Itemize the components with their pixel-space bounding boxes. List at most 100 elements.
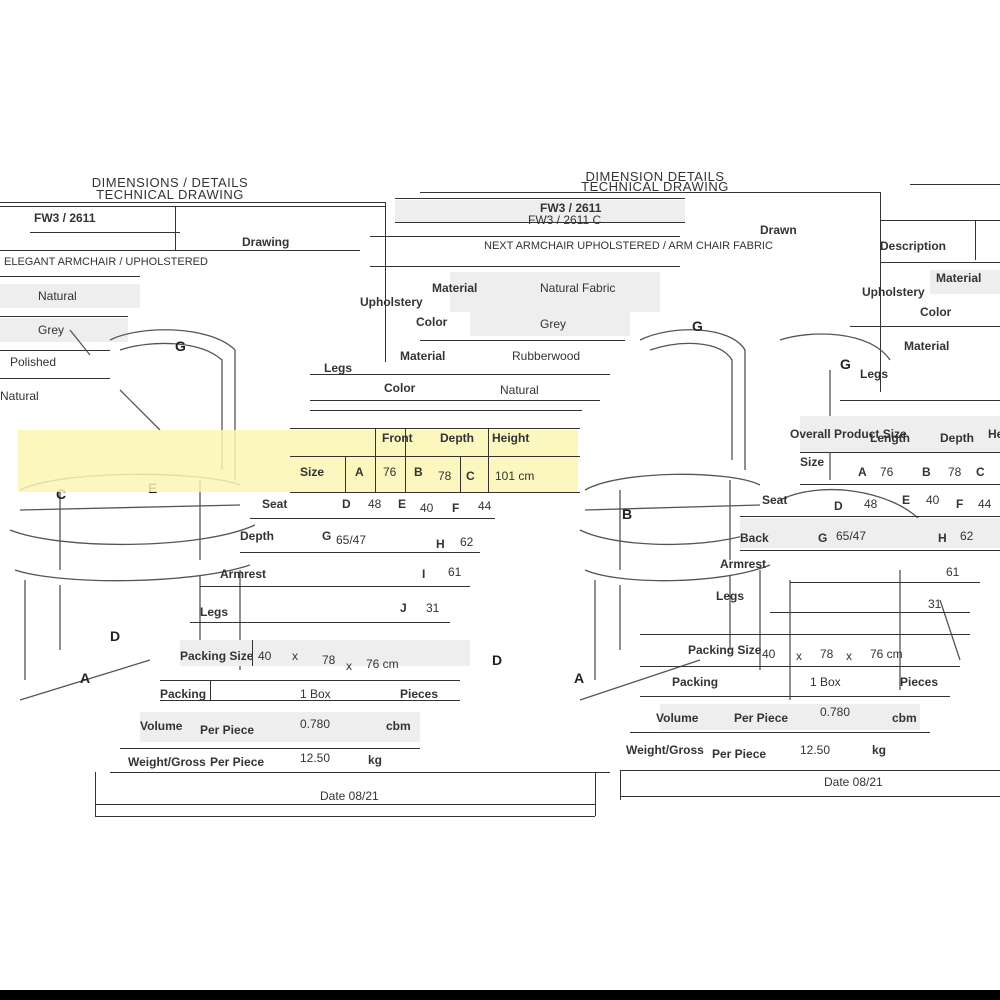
right-seat-f-val: 44	[978, 497, 992, 511]
right-size-c: C	[976, 465, 985, 479]
left-legs-j: J	[400, 601, 407, 615]
right-upholstery-sub: Material	[432, 281, 478, 295]
right-pack-size-label: Packing Size	[688, 643, 762, 657]
bottom-black-bar	[0, 990, 1000, 1000]
right-legs-color-value: Natural	[500, 383, 539, 397]
right-arm-i-val: 61	[946, 565, 960, 579]
left-header-code: FW3 / 2611	[34, 211, 96, 225]
left-seat-d-val: 48	[368, 497, 382, 511]
left-drawn-label: Drawing	[242, 235, 290, 249]
left-sheet-subtitle: TECHNICAL DRAWING	[96, 187, 244, 202]
left-size-b: B	[414, 465, 423, 479]
left-weight-value: 12.50	[300, 751, 331, 765]
left-volume-unit-label: Per Piece	[200, 723, 255, 737]
left-col-height: Height	[492, 431, 530, 445]
right-size-b: B	[922, 465, 931, 479]
right-side-legs-sub1: Material	[904, 339, 950, 353]
right-header-code2: FW3 / 2611 C	[528, 213, 602, 227]
right-legs-value: Rubberwood	[512, 349, 581, 363]
right-volume-unit-label: Per Piece	[734, 711, 789, 725]
right-size-b-val: 78	[948, 465, 962, 479]
left-seat-e: E	[398, 497, 407, 511]
left-dim-g: G	[175, 338, 186, 354]
left-size-c: C	[466, 469, 475, 483]
left-pack-x2: x	[346, 659, 352, 673]
right-dim-b: B	[622, 506, 633, 522]
right-weight-value: 12.50	[800, 743, 831, 757]
left-size-a-val: 76	[383, 465, 397, 479]
right-weight-unit-label: Per Piece	[712, 747, 767, 761]
right-dim-g: G	[692, 318, 703, 334]
right-pieces-label: Pieces	[900, 675, 939, 689]
right-side-upholstery-sub2: Color	[920, 305, 952, 319]
left-pack-x1: x	[292, 649, 298, 663]
right-size-label: Size	[800, 455, 825, 469]
left-depth-label: Depth	[240, 529, 274, 543]
right-description-label: Description	[880, 239, 947, 253]
right-back-h-val: 62	[960, 529, 974, 543]
left-legs-j-val: 31	[426, 601, 440, 615]
right-col-overall: Overall Product Size	[790, 427, 907, 441]
right-legs-color-label: Color	[384, 381, 416, 395]
right-seat-f: F	[956, 497, 964, 511]
right-chair-drawing	[579, 329, 961, 701]
left-arm-i-val: 61	[448, 565, 462, 579]
right-size-a: A	[858, 465, 867, 479]
left-volume-unit: cbm	[386, 719, 411, 733]
right-arm-label: Armrest	[720, 557, 767, 571]
left-date: Date 08/21	[320, 789, 379, 803]
right-upholstery-value: Natural Fabric	[540, 281, 616, 295]
left-weight-label: Weight/Gross	[128, 755, 206, 769]
right-dim-a: A	[574, 670, 585, 686]
left-arm-label: Armrest	[220, 567, 267, 581]
right-back-label: Back	[740, 531, 769, 545]
right-seat-d: D	[834, 499, 843, 513]
left-dim-d: D	[110, 628, 121, 644]
left-spec-sheet: DIMENSIONS / DETAILS TECHNICAL DRAWING F…	[0, 175, 685, 817]
left-size-label: Size	[300, 465, 325, 479]
left-pack-h: 76 cm	[366, 657, 399, 671]
right-side-legs-label: Legs	[860, 367, 889, 381]
right-legs-row-label: Legs	[716, 589, 745, 603]
left-depth-g: G	[322, 529, 332, 543]
right-description: NEXT ARMCHAIR UPHOLSTERED / ARM CHAIR FA…	[484, 240, 773, 252]
right-seat-label: Seat	[762, 493, 788, 507]
left-finish-value: Natural	[0, 389, 39, 403]
left-dim-c: C	[56, 486, 67, 502]
right-pack-x1: x	[796, 649, 802, 663]
left-weight-unit: kg	[368, 753, 383, 767]
right-sheet-title: DIMENSION DETAILS	[585, 169, 725, 184]
right-col-height: Height	[988, 427, 1000, 441]
left-legs-value: Polished	[10, 355, 57, 369]
right-spec-sheet: DIMENSION DETAILS TECHNICAL DRAWING	[580, 0, 1000, 830]
left-arm-i: I	[422, 567, 426, 581]
right-seat-e-val: 40	[926, 493, 940, 507]
left-seat-f: F	[452, 501, 460, 515]
left-pieces-label: Pieces	[400, 687, 439, 701]
right-legs-j-val: 31	[928, 597, 942, 611]
left-depth-g-val: 65/47	[336, 533, 367, 547]
right-seat-e: E	[902, 493, 911, 507]
right-seat-d-val: 48	[864, 497, 878, 511]
right-upholstery-label: Upholstery	[360, 295, 423, 309]
right-dim-g2: G	[840, 356, 851, 372]
right-date: Date 08/21	[824, 775, 883, 789]
right-pack-h: 76 cm	[870, 647, 903, 661]
right-weight-label: Weight/Gross	[626, 743, 704, 757]
left-size-b-val: 78	[438, 469, 452, 483]
left-depth-h: H	[436, 537, 445, 551]
right-volume-value: 0.780	[820, 705, 851, 719]
left-dim-a: A	[80, 670, 91, 686]
left-packing-value: 1 Box	[300, 687, 331, 701]
right-color-value: Grey	[540, 317, 567, 331]
right-pack-w: 40	[762, 647, 776, 661]
left-sheet-title: DIMENSIONS / DETAILS	[91, 175, 249, 190]
left-volume-label: Volume	[140, 719, 183, 733]
right-header-code: FW3 / 2611	[540, 201, 602, 215]
right-col-length: Length	[870, 431, 910, 445]
right-pack-x2: x	[846, 649, 852, 663]
left-depth-h-val: 62	[460, 535, 474, 549]
left-highlight-band	[18, 430, 578, 492]
left-packing-label: Packing	[160, 687, 207, 701]
